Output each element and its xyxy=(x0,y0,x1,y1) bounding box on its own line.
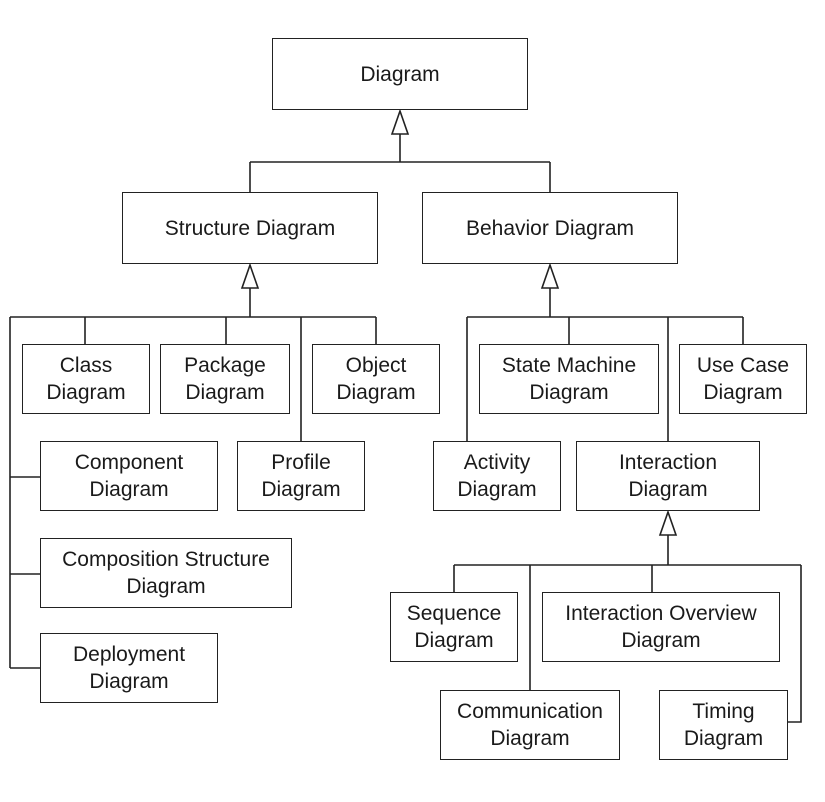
behavior-diagram-box: Behavior Diagram xyxy=(422,192,678,264)
node-label: State Machine xyxy=(501,354,637,377)
node-label: Profile xyxy=(271,451,331,474)
diagram-box: Diagram xyxy=(272,38,528,110)
node-label: Diagram xyxy=(46,381,126,404)
generalization-arrow-icon xyxy=(658,509,678,536)
sequence-diagram-box: Sequence Diagram xyxy=(390,592,518,662)
node-label: Diagram xyxy=(185,381,265,404)
node-label: Structure Diagram xyxy=(164,216,336,240)
object-diagram-box: Object Diagram xyxy=(312,344,440,414)
structure-diagram-box: Structure Diagram xyxy=(122,192,378,264)
node-label: Deployment xyxy=(72,643,186,666)
class-diagram-box: Class Diagram xyxy=(22,344,150,414)
generalization-arrow-icon xyxy=(390,108,410,135)
node-label: Activity xyxy=(463,451,531,474)
composition-structure-diagram-box: Composition Structure Diagram xyxy=(40,538,292,608)
node-label: Object xyxy=(345,354,407,377)
node-label: Diagram xyxy=(621,629,701,652)
interaction-diagram-box: Interaction Diagram xyxy=(576,441,760,511)
node-label: Sequence xyxy=(406,602,502,625)
communication-diagram-box: Communication Diagram xyxy=(440,690,620,760)
use-case-diagram-box: Use Case Diagram xyxy=(679,344,807,414)
component-diagram-box: Component Diagram xyxy=(40,441,218,511)
generalization-arrow-icon xyxy=(540,262,560,289)
node-label: Diagram xyxy=(628,478,708,501)
node-label: Timing xyxy=(692,700,755,723)
node-label: Diagram xyxy=(683,727,764,750)
node-label: Diagram xyxy=(490,727,570,750)
node-label: Class xyxy=(59,354,113,377)
node-label: Interaction Overview xyxy=(565,602,757,625)
state-machine-diagram-box: State Machine Diagram xyxy=(479,344,659,414)
timing-diagram-box: Timing Diagram xyxy=(659,690,788,760)
node-label: Package xyxy=(184,354,266,377)
profile-diagram-box: Profile Diagram xyxy=(237,441,365,511)
node-label: Diagram xyxy=(89,478,169,501)
node-label: Diagram xyxy=(261,478,341,501)
generalization-arrow-icon xyxy=(240,262,260,289)
node-label: Composition Structure xyxy=(62,548,270,571)
node-label: Diagram xyxy=(529,381,609,404)
node-label: Diagram xyxy=(89,670,169,693)
node-label: Behavior Diagram xyxy=(465,216,635,240)
node-label: Component xyxy=(74,451,184,474)
node-label: Diagram xyxy=(336,381,416,404)
node-label: Diagram xyxy=(360,62,440,86)
package-diagram-box: Package Diagram xyxy=(160,344,290,414)
node-label: Diagram xyxy=(126,575,206,598)
node-label: Diagram xyxy=(703,381,783,404)
deployment-diagram-box: Deployment Diagram xyxy=(40,633,218,703)
node-label: Diagram xyxy=(414,629,494,652)
node-label: Diagram xyxy=(457,478,537,501)
interaction-overview-diagram-box: Interaction Overview Diagram xyxy=(542,592,780,662)
activity-diagram-box: Activity Diagram xyxy=(433,441,561,511)
node-label: Use Case xyxy=(696,354,790,377)
node-label: Communication xyxy=(457,700,603,723)
node-label: Interaction xyxy=(618,451,718,474)
